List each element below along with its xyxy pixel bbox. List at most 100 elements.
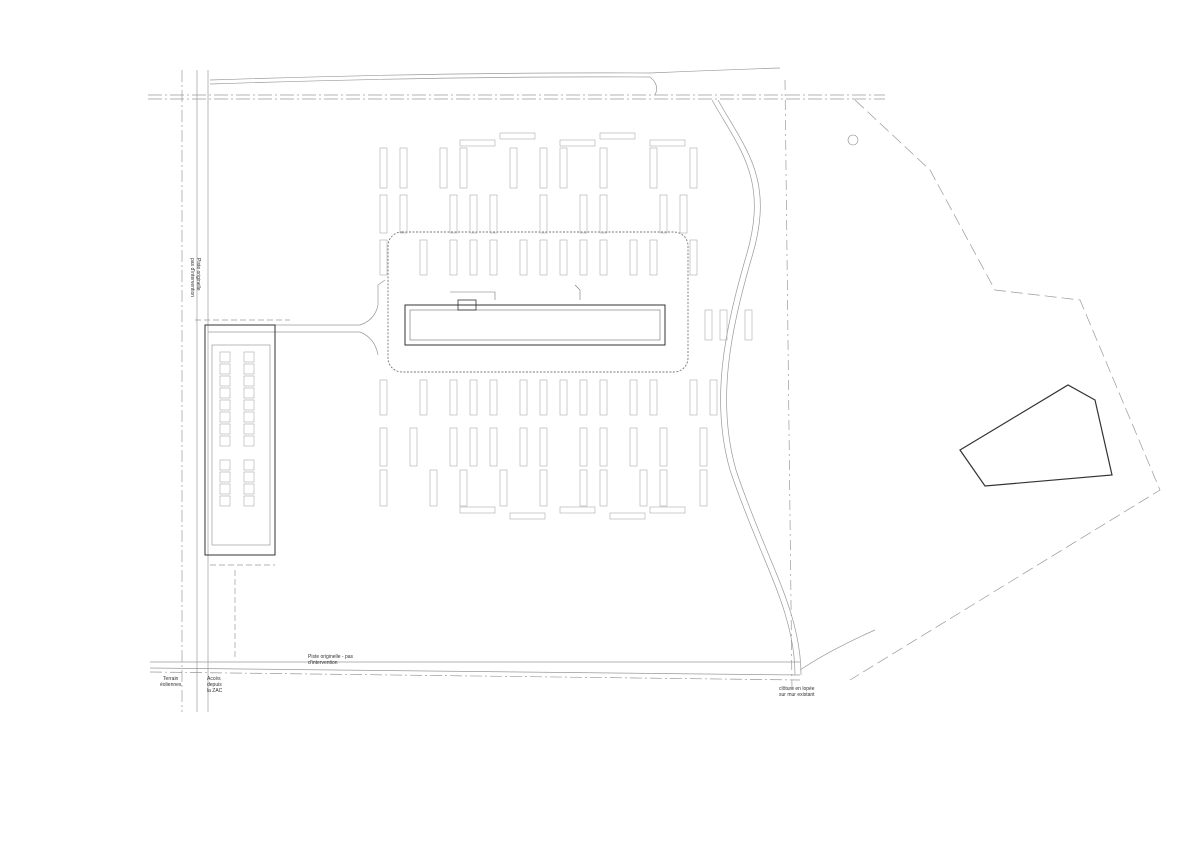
parking-stall (699, 427, 708, 467)
label-vertical-track: Piste originelle pas d'intervention (189, 258, 201, 298)
parking-stall (219, 375, 231, 387)
parking-stall (629, 239, 638, 276)
parking-stall (243, 351, 255, 363)
parking-stall (449, 379, 458, 416)
parking-stall (744, 309, 753, 341)
parking-stall (659, 427, 668, 467)
parking-stall (539, 239, 548, 276)
right-building (959, 384, 1113, 487)
parking-stall (219, 363, 231, 375)
parking-stall (649, 379, 658, 416)
parking-stall (379, 239, 388, 276)
parking-stall (243, 495, 255, 507)
label-wind-farm: Terrain éoliennes (160, 676, 182, 688)
left-parking-inner (211, 344, 271, 546)
parking-stall (599, 239, 608, 276)
parking-stall (469, 194, 478, 234)
parking-stall (499, 132, 536, 140)
parking-stall (579, 194, 588, 234)
parking-stall (243, 423, 255, 435)
parking-stall (219, 423, 231, 435)
parking-stall (489, 427, 498, 467)
parking-stall (539, 379, 548, 416)
parking-stall (579, 427, 588, 467)
parking-stall (509, 512, 546, 520)
parking-stall (379, 147, 388, 189)
parking-stall (559, 239, 568, 276)
parking-stall (519, 239, 528, 276)
parking-stall (379, 379, 388, 416)
parking-stall (539, 427, 548, 467)
marker (847, 134, 859, 146)
parking-stall (509, 147, 518, 189)
parking-stall (419, 239, 428, 276)
parking-stall (599, 427, 608, 467)
parking-stall (599, 147, 608, 189)
parking-stall (719, 309, 728, 341)
property-line (784, 79, 793, 691)
parking-stall (559, 147, 568, 189)
parking-stall (399, 147, 408, 189)
parking-stall (399, 194, 408, 234)
bottom-axis (149, 671, 801, 681)
parking-stall (519, 427, 528, 467)
parking-stall (243, 375, 255, 387)
parking-stall (243, 459, 255, 471)
parking-stall (429, 469, 438, 507)
parking-stall (243, 363, 255, 375)
parking-stall (579, 469, 588, 507)
island-path (450, 284, 581, 300)
parking-stall (469, 427, 478, 467)
parking-stall (489, 379, 498, 416)
parking-stall (219, 351, 231, 363)
central-island (387, 231, 689, 373)
parking-stall (649, 239, 658, 276)
parking-stall (459, 469, 468, 507)
parking-stall (469, 379, 478, 416)
parking-stall (599, 469, 608, 507)
parking-stall (243, 435, 255, 447)
parking-stall (489, 194, 498, 234)
parking-stall (599, 379, 608, 416)
parking-stall (459, 147, 468, 189)
parking-stall (649, 506, 686, 514)
parking-stall (689, 379, 698, 416)
parking-stall (579, 239, 588, 276)
parking-stall (709, 379, 718, 416)
bottom-road-2 (149, 667, 801, 676)
parking-stall (379, 469, 388, 507)
parking-stall (219, 471, 231, 483)
parking-stall (649, 147, 658, 189)
access-path (208, 279, 386, 356)
boundary-curve (799, 629, 876, 671)
parking-stall (539, 469, 548, 507)
parking-stall (219, 495, 231, 507)
left-parking (204, 324, 276, 556)
parking-stall (599, 132, 636, 140)
parking-stall (659, 194, 668, 234)
label-fence: clôture en lopée sur mur existant (779, 686, 815, 698)
parking-stall (219, 483, 231, 495)
parcel-boundary (849, 99, 1161, 681)
parking-stall (559, 139, 596, 147)
parking-stall (469, 239, 478, 276)
parking-stall (459, 506, 496, 514)
parking-stall (379, 427, 388, 467)
parking-stall (219, 399, 231, 411)
parking-stall (519, 379, 528, 416)
parking-stall (243, 483, 255, 495)
parking-stall (699, 469, 708, 507)
parking-stall (219, 435, 231, 447)
parking-stall (219, 459, 231, 471)
parking-stall (379, 194, 388, 234)
parking-stall (499, 469, 508, 507)
parking-stall (629, 379, 638, 416)
annex (457, 299, 477, 311)
parking-stall (679, 194, 688, 234)
right-track-2 (717, 99, 802, 676)
parking-stall (559, 506, 596, 514)
label-zac-access: Accès depuis la ZAC (207, 676, 223, 694)
central-building (404, 304, 666, 346)
